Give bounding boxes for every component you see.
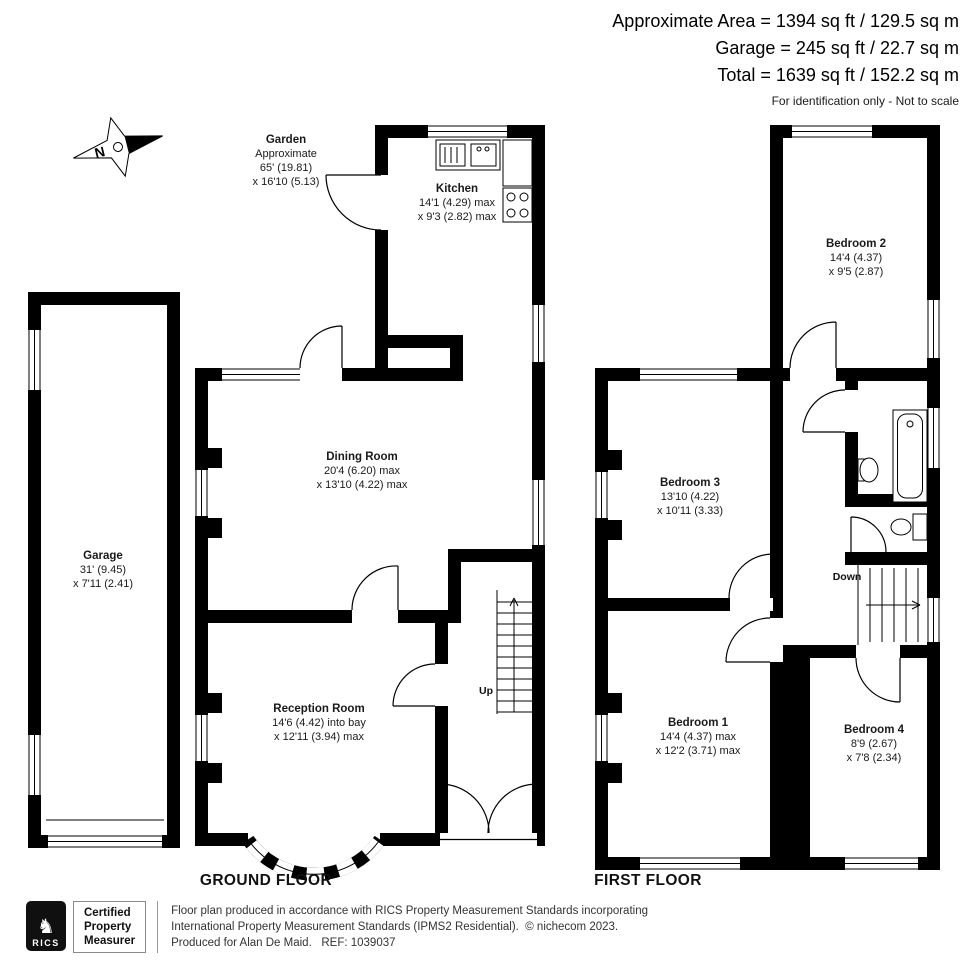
bedroom-3-label: Bedroom 3 13'10 (4.22) x 10'11 (3.33) bbox=[656, 477, 724, 517]
first-floor-plan bbox=[595, 125, 940, 870]
kitchen-label: Kitchen 14'1 (4.29) max x 9'3 (2.82) max bbox=[417, 183, 497, 223]
bedroom-1-label: Bedroom 1 14'4 (4.37) max x 12'2 (3.71) … bbox=[655, 717, 741, 757]
identification-note: For identification only - Not to scale bbox=[771, 94, 959, 108]
kitchen-fixtures bbox=[435, 139, 533, 223]
bathroom-fixtures bbox=[857, 409, 928, 541]
disclaimer-text: Floor plan produced in accordance with R… bbox=[157, 901, 648, 953]
toilet-bowl bbox=[890, 518, 912, 536]
area-summary: Approximate Area = 1394 sq ft / 129.5 sq… bbox=[612, 8, 959, 108]
garage-label: Garage 31' (9.45) x 7'11 (2.41) bbox=[73, 550, 133, 590]
first-stairs bbox=[857, 565, 921, 645]
compass-rose: N bbox=[73, 116, 163, 178]
first-floor-title: FIRST FLOOR bbox=[594, 872, 702, 889]
ground-stairs bbox=[496, 590, 532, 714]
compass-needle-icon bbox=[124, 135, 163, 154]
ground-floor-plan bbox=[28, 125, 545, 881]
ground-doors bbox=[299, 174, 538, 846]
disclaimer-line-2: International Property Measurement Stand… bbox=[171, 921, 619, 933]
footer: ♞ RICS Certified Property Measurer Floor… bbox=[26, 901, 648, 953]
stairs-down-label: Down bbox=[832, 571, 862, 583]
rics-lion-icon: ♞ bbox=[37, 916, 55, 938]
counter bbox=[502, 139, 533, 187]
bedroom-4-label: Bedroom 4 8'9 (2.67) x 7'8 (2.34) bbox=[843, 724, 905, 764]
total-area: Total = 1639 sq ft / 152.2 sq m bbox=[717, 65, 959, 85]
garage-area: Garage = 245 sq ft / 22.7 sq m bbox=[715, 38, 959, 58]
bedroom-2-label: Bedroom 2 14'4 (4.37) x 9'5 (2.87) bbox=[825, 238, 887, 278]
ground-windows bbox=[28, 125, 545, 848]
approximate-area: Approximate Area = 1394 sq ft / 129.5 sq… bbox=[612, 11, 959, 31]
stove bbox=[502, 187, 533, 223]
stairs-up-label: Up bbox=[479, 685, 493, 697]
rics-logo-text: RICS bbox=[32, 938, 60, 948]
reception-room-label: Reception Room 14'6 (4.42) into bay x 12… bbox=[272, 703, 366, 743]
first-doors bbox=[725, 321, 901, 703]
ground-floor-title: GROUND FLOOR bbox=[199, 872, 333, 889]
certified-measurer-badge: Certified Property Measurer bbox=[73, 901, 147, 953]
disclaimer-line-3: Produced for Alan De Maid. REF: 1039037 bbox=[171, 937, 396, 949]
garden-label: Garden Approximate 65' (19.81) x 16'10 (… bbox=[252, 134, 320, 188]
toilet-cistern bbox=[912, 513, 928, 541]
bay-window bbox=[242, 835, 386, 881]
rics-logo: ♞ RICS bbox=[26, 901, 66, 951]
dining-room-label: Dining Room 20'4 (6.20) max x 13'10 (4.2… bbox=[316, 451, 408, 491]
compass-north-label: N bbox=[93, 143, 107, 161]
disclaimer-line-1: Floor plan produced in accordance with R… bbox=[171, 905, 648, 917]
first-windows bbox=[595, 125, 940, 870]
